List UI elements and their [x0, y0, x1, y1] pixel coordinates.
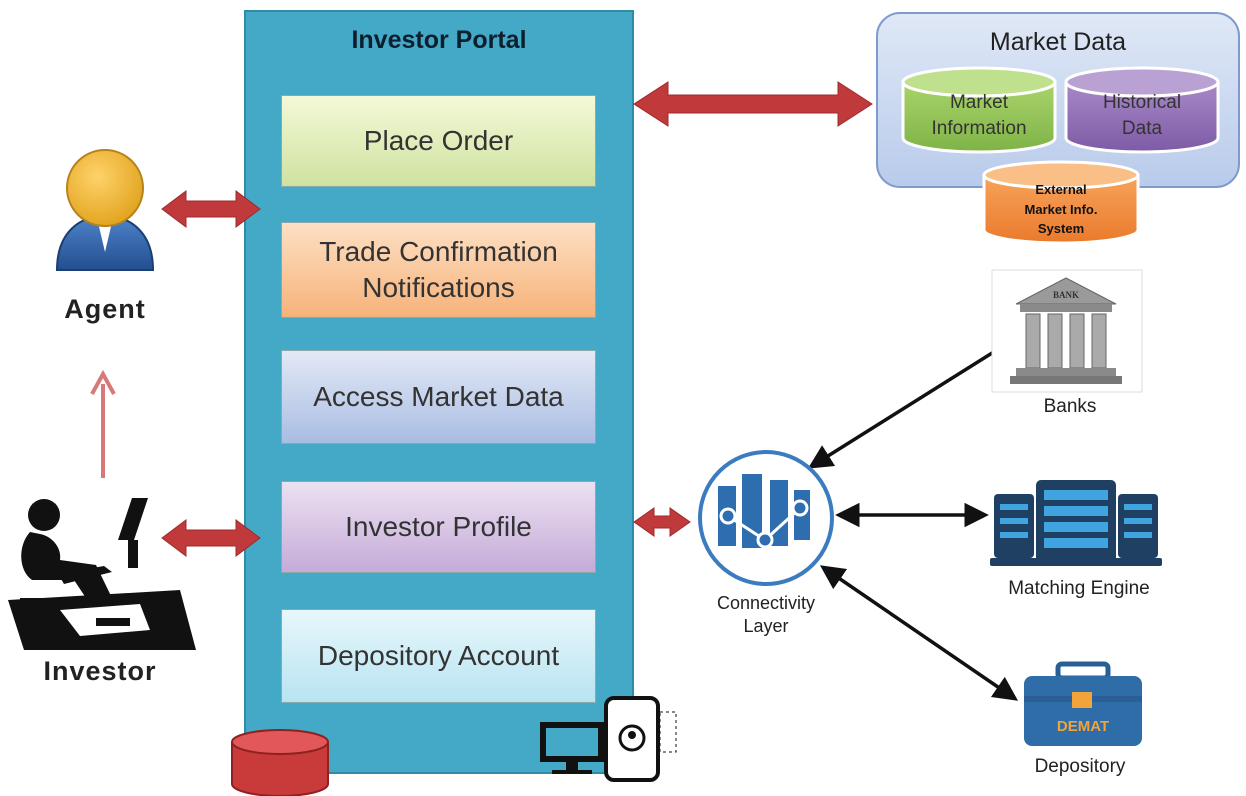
historical-data-line1: Historical [1102, 92, 1182, 113]
agent-person-icon [55, 149, 155, 271]
trade-confirmation-label-line2: Notifications [362, 272, 515, 303]
access-market-data-label: Access Market Data [313, 380, 564, 412]
connectivity-banks-arrow [807, 335, 1021, 469]
external-line3: System [1037, 221, 1085, 236]
market-information-database-icon [901, 66, 1057, 154]
banks-label: Banks [1043, 396, 1097, 417]
investor-portal-arrow [161, 519, 261, 557]
market-data-title: Market Data [989, 28, 1127, 56]
portal-title: Investor Portal [351, 26, 527, 54]
trade-confirmation-label-line1: Trade Confirmation [319, 235, 558, 267]
connectivity-network-icon [698, 450, 834, 586]
devices-icon [540, 696, 677, 782]
portal-connectivity-arrow [633, 507, 691, 537]
investor-desk-icon [8, 498, 196, 650]
connectivity-depository-arrow [819, 565, 1019, 701]
database-icon [231, 729, 329, 796]
portal-market-data-arrow [633, 81, 873, 127]
depository-label: Depository [1034, 756, 1126, 777]
connectivity-line1: Connectivity [716, 593, 816, 613]
access-market-data-module: Access Market Data [281, 350, 596, 444]
historical-data-label: Historical Data [1066, 90, 1218, 141]
market-information-line2: Information [931, 117, 1027, 139]
agent-label: Agent [64, 294, 146, 324]
external-line1: External [1035, 182, 1087, 197]
place-order-module: Place Order [281, 95, 596, 187]
connectivity-layer-label: Connectivity Layer [690, 592, 842, 639]
agent-portal-arrow [161, 190, 261, 228]
historical-data-line2: Data [1121, 117, 1163, 139]
trade-confirmation-module: Trade Confirmation Notifications [281, 222, 596, 318]
matching-engine-label: Matching Engine [1008, 578, 1150, 599]
market-information-line1: Market [949, 92, 1009, 113]
matching-engine-server-icon [990, 480, 1162, 566]
depository-account-label: Depository Account [317, 639, 560, 671]
market-information-label: Market Information [903, 90, 1055, 141]
bank-icon [991, 269, 1143, 393]
depository-briefcase-icon [1024, 661, 1142, 746]
investor-label: Investor [43, 656, 157, 686]
external-market-info-label: External Market Info. System [984, 180, 1138, 239]
connectivity-line2: Layer [743, 616, 789, 637]
external-line2: Market Info. [1024, 201, 1098, 217]
investor-to-agent-arrow [90, 369, 116, 478]
bank-sign-text: BANK [1052, 290, 1079, 300]
investor-profile-label: Investor Profile [345, 510, 532, 542]
place-order-label: Place Order [363, 124, 514, 156]
demat-text: DEMAT [1056, 718, 1110, 735]
historical-data-database-icon [1064, 66, 1220, 154]
depository-account-module: Depository Account [281, 609, 596, 703]
investor-profile-module: Investor Profile [281, 481, 596, 573]
external-market-info-database-icon [982, 160, 1140, 245]
